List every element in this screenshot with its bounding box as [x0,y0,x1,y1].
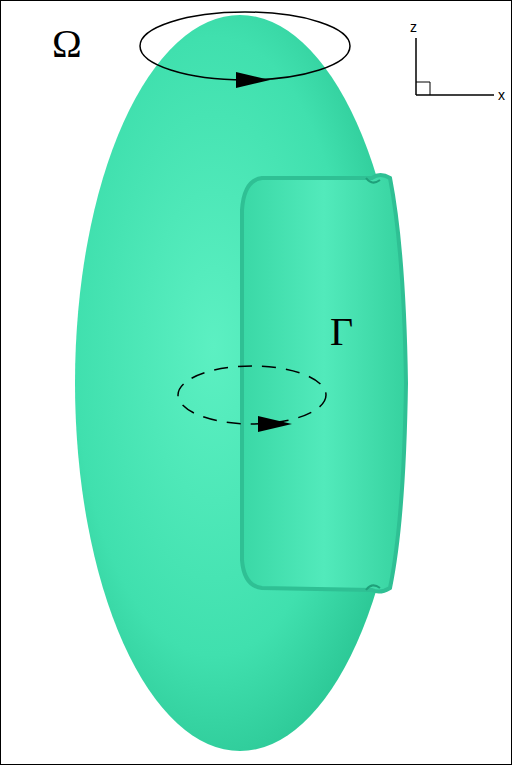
z-axis [415,38,417,95]
circulation-symbol: Γ [330,312,353,352]
notch [366,585,380,590]
circulation-ring [178,366,326,424]
rotation-ring [140,12,350,80]
axis-label: x [498,88,505,102]
x-axis [416,94,494,96]
arrow-head [236,72,270,88]
axis-label: z [410,20,417,34]
notch [366,178,380,183]
angular-velocity-symbol: Ω [52,24,82,64]
prolate-spheroid [75,15,405,751]
right-angle-mark [416,82,430,95]
vortex-flap [242,175,406,592]
arrow-head [258,416,292,432]
